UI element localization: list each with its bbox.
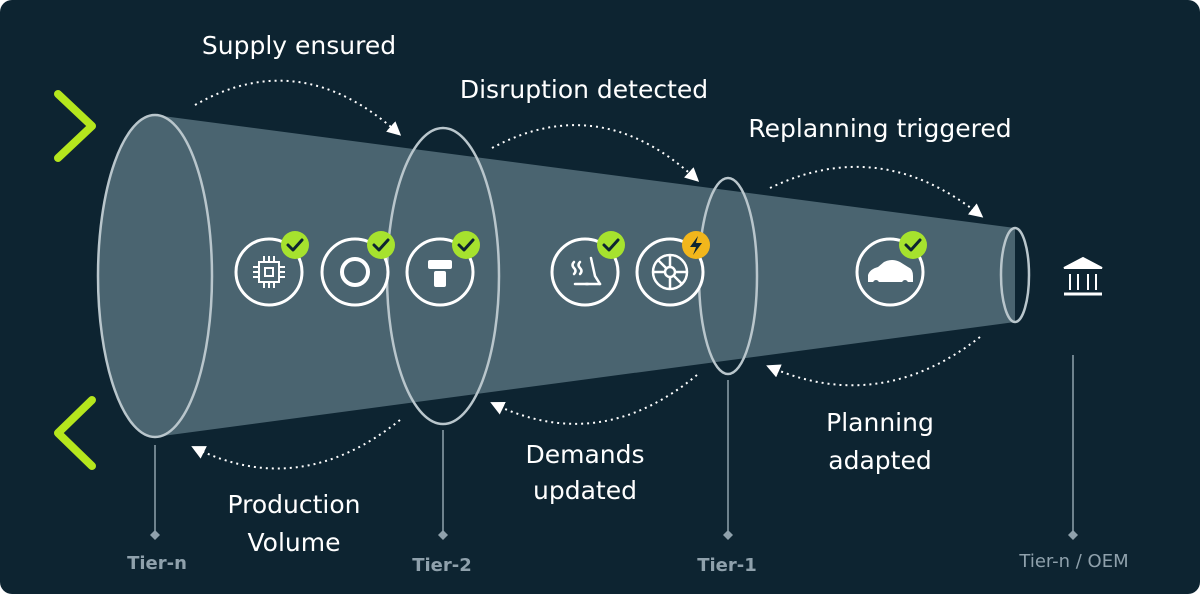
tier-n-oem-label: Tier-n / OEM <box>1018 551 1128 572</box>
tier-n-diamond <box>150 530 160 540</box>
ring-tier-n <box>96 113 214 439</box>
label-replanning-triggered: Replanning triggered <box>748 114 1011 143</box>
tier-2-label: Tier-2 <box>412 555 472 576</box>
wheel-icon <box>651 253 689 291</box>
heated-seat-icon <box>571 256 602 286</box>
check-badge-icon <box>597 231 625 259</box>
label-production-volume-line-2: Volume <box>248 528 341 557</box>
component-bolt-screw <box>405 231 480 307</box>
component-car <box>855 231 927 307</box>
ring-seal-icon <box>340 257 370 287</box>
component-heated-seat <box>550 231 625 307</box>
tier-1-label: Tier-1 <box>697 555 757 576</box>
arrow-disruption-detected <box>491 124 700 182</box>
check-badge-icon <box>281 231 309 259</box>
label-demands-updated-line-2: updated <box>533 476 637 505</box>
car-icon <box>868 260 913 282</box>
label-planning-adapted-line-2: adapted <box>828 446 931 475</box>
chevron-right-icon <box>54 90 96 162</box>
arrow-demands-updated <box>490 374 698 425</box>
oem-diamond <box>1068 530 1078 540</box>
chevron-left-icon <box>54 396 96 470</box>
tier-n-label: Tier-n <box>127 553 187 574</box>
label-disruption-detected: Disruption detected <box>460 75 708 104</box>
bank-building-icon <box>1063 256 1103 296</box>
ring-oem <box>999 226 1031 324</box>
component-ring-seal <box>320 231 395 307</box>
label-production-volume-line-1: Production <box>227 490 360 519</box>
check-badge-icon <box>452 231 480 259</box>
check-badge-icon <box>899 231 927 259</box>
tier-2-diamond <box>438 530 448 540</box>
label-planning-adapted-line-1: Planning <box>826 408 934 437</box>
arrow-planning-adapted <box>766 336 981 387</box>
component-microchip <box>234 231 309 307</box>
component-wheel <box>635 231 710 307</box>
tier-1-diamond <box>723 530 733 540</box>
label-demands-updated-line-1: Demands <box>525 440 644 469</box>
check-badge-icon <box>367 231 395 259</box>
label-supply-ensured: Supply ensured <box>202 31 396 60</box>
bolt-screw-icon <box>428 260 452 287</box>
microchip-icon <box>253 256 285 288</box>
arrow-production-volume <box>191 419 401 470</box>
